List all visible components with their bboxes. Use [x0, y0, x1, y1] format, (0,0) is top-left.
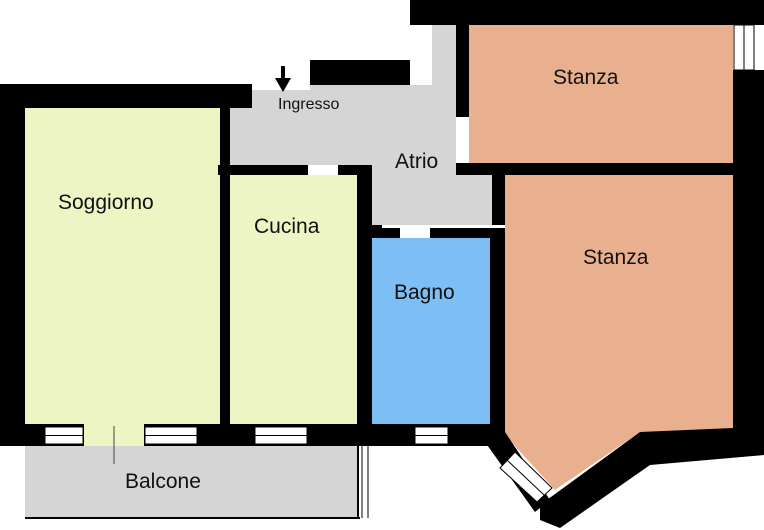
- room-cucina: [230, 175, 357, 426]
- label-balcone: Balcone: [125, 470, 201, 493]
- arrow-down-icon: [275, 66, 291, 92]
- label-ingresso: Ingresso: [278, 96, 339, 113]
- interior-walls: [218, 25, 736, 432]
- room-soggiorno: [25, 108, 220, 426]
- label-stanza-top: Stanza: [553, 66, 619, 89]
- room-atrio-ingresso: [230, 25, 492, 225]
- room-bagno: [372, 238, 490, 424]
- label-stanza-bottom: Stanza: [583, 246, 649, 269]
- window-stanza-angled: [499, 451, 553, 503]
- label-bagno: Bagno: [394, 281, 455, 304]
- windows: [44, 24, 755, 503]
- room-balcone: [25, 446, 358, 518]
- label-cucina: Cucina: [254, 215, 320, 238]
- balcone-railing: [25, 446, 369, 519]
- room-stanza-bottom: [492, 175, 733, 490]
- label-atrio: Atrio: [395, 150, 438, 173]
- label-soggiorno: Soggiorno: [58, 191, 154, 214]
- room-stanza-top: [469, 25, 733, 163]
